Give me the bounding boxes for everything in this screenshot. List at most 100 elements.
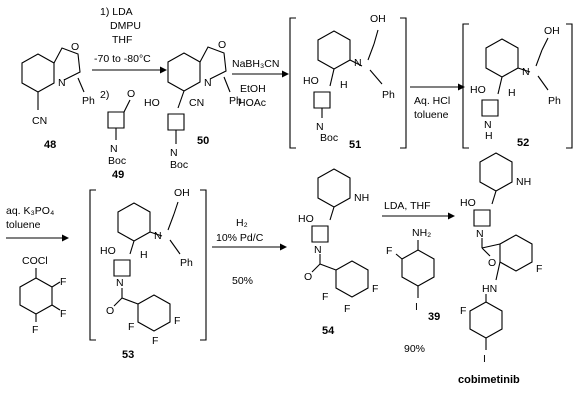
bracket-left-51: [289, 17, 296, 149]
benzene-ring-final-a: [499, 234, 533, 272]
atom-oh-53: OH: [174, 187, 190, 199]
n-ch-bond: [349, 59, 363, 67]
atom-n-azet-53: N: [116, 277, 124, 289]
atom-f-final-a: F: [536, 263, 542, 275]
atom-cn-50: CN: [189, 97, 204, 109]
bracket-left-52: [462, 23, 469, 149]
compound-48: O N CN Ph 48: [21, 41, 95, 151]
atom-oh-52: OH: [544, 25, 560, 37]
carbonyl-bond-final: [481, 247, 491, 257]
atom-f-54a: F: [322, 291, 328, 303]
ch2-bond-53: [167, 213, 175, 231]
atom-ho-final: HO: [460, 197, 476, 209]
azetidinone-ring: [107, 111, 125, 129]
oxazolidine-ring-50: [199, 46, 227, 80]
azetidine-ring-52: [481, 99, 499, 117]
step1-line2: DMPU: [110, 20, 141, 32]
step2-line3: HOAc: [238, 97, 266, 109]
aryl-link-53: [121, 297, 139, 305]
ph-bond: [77, 77, 85, 93]
step3-conditions: Aq. HCl toluene: [410, 83, 465, 121]
atom-n-azet-54: N: [314, 244, 322, 256]
step1-line1: 1) LDA: [100, 6, 133, 18]
atom-nh-54: NH: [354, 192, 369, 204]
atom-o-50: O: [218, 39, 226, 51]
ph-bond-50: [223, 76, 231, 93]
atom-h-51: H: [340, 79, 348, 91]
atom-ho-51: HO: [303, 75, 319, 87]
atom-f-53b: F: [152, 335, 158, 347]
compound-53: OH N HO H Ph N O F F F 53: [89, 187, 207, 361]
ch2oh-bond: [373, 29, 379, 45]
atom-cn: CN: [32, 115, 47, 127]
atom-hn-final: HN: [482, 283, 497, 295]
label-54: 54: [322, 325, 335, 337]
hn-bond-final: [495, 261, 501, 281]
piperidine-ring-50: [167, 52, 201, 92]
atom-n-49: N: [110, 143, 118, 155]
f-bond-1: [51, 281, 61, 288]
f-bond-2: [51, 304, 61, 311]
atom-f-1: F: [60, 276, 66, 288]
arrowhead-step1: [160, 66, 167, 74]
step2-line1: NaBH₃CN: [232, 58, 279, 70]
compound-52: OH N HO H Ph N H 52: [462, 23, 573, 149]
azetidine-link-54: [329, 206, 335, 221]
benzene-ring-53: [137, 294, 171, 332]
bracket-right-51: [400, 17, 407, 149]
atom-oh-51: OH: [370, 13, 386, 25]
atom-boc-51: Boc: [320, 132, 338, 144]
piperidine-ring: [21, 53, 55, 93]
step1-line5: 2): [100, 89, 109, 101]
bracket-right-52: [566, 23, 573, 149]
atom-boc-49: Boc: [108, 155, 126, 167]
arrowhead-step6: [448, 212, 455, 220]
benzene-ring-reagent: [19, 277, 53, 315]
azetidine-ring-51: [313, 91, 331, 109]
step5-line2: 10% Pd/C: [216, 232, 264, 244]
step3-line1: Aq. HCl: [414, 95, 450, 107]
benzene-ring-54: [335, 260, 369, 298]
atom-f-53c: F: [174, 315, 180, 327]
step2-line2: EtOH: [240, 83, 266, 95]
atom-n-52: N: [522, 66, 530, 78]
atom-f-54c: F: [372, 283, 378, 295]
ch2-bond: [367, 43, 375, 61]
compound-cobimetinib: NH HO N O F HN F I cobimetinib: [458, 152, 542, 386]
piperidine-ring-53: [117, 202, 151, 242]
atom-i-39: I: [415, 301, 418, 313]
atom-ph-52: Ph: [548, 95, 561, 107]
step2-conditions: NaBH₃CN EtOH HOAc: [232, 58, 289, 109]
atom-n-53: N: [154, 230, 162, 242]
oxazolidine-ring: [53, 47, 81, 81]
label-cobimetinib: cobimetinib: [458, 374, 520, 386]
atom-ph-51: Ph: [382, 89, 395, 101]
bracket-right-53: [200, 189, 207, 341]
bracket-left-53: [89, 189, 96, 341]
aryl-link-54: [319, 263, 337, 271]
atom-o-final: O: [488, 257, 496, 269]
aryl-link-final: [481, 243, 501, 249]
atom-o-53: O: [106, 305, 114, 317]
atom-f-54b: F: [344, 303, 350, 315]
step6-line2: 90%: [404, 343, 425, 355]
ph-bond-52: [537, 75, 549, 91]
step5-line1: H₂: [236, 217, 248, 229]
compound-51: OH N HO H Ph N Boc 51: [289, 13, 407, 151]
atom-n-50: N: [204, 77, 212, 89]
carbonyl-bond-53: [113, 297, 123, 307]
atom-f-2: F: [60, 308, 66, 320]
atom-h-52: H: [508, 87, 516, 99]
arrowhead-step5: [280, 243, 287, 251]
piperidine-ring-52: [485, 38, 519, 78]
arrowhead-step3: [458, 83, 465, 91]
label-48: 48: [44, 139, 56, 151]
carbonyl-bond: [123, 99, 131, 113]
atom-n-51: N: [354, 57, 362, 69]
atom-ho-53: HO: [100, 245, 116, 257]
benzene-ring-final-b: [469, 301, 503, 339]
label-52: 52: [517, 137, 529, 149]
step1-line3: THF: [112, 34, 132, 46]
azetidine-link-51: [329, 68, 335, 87]
